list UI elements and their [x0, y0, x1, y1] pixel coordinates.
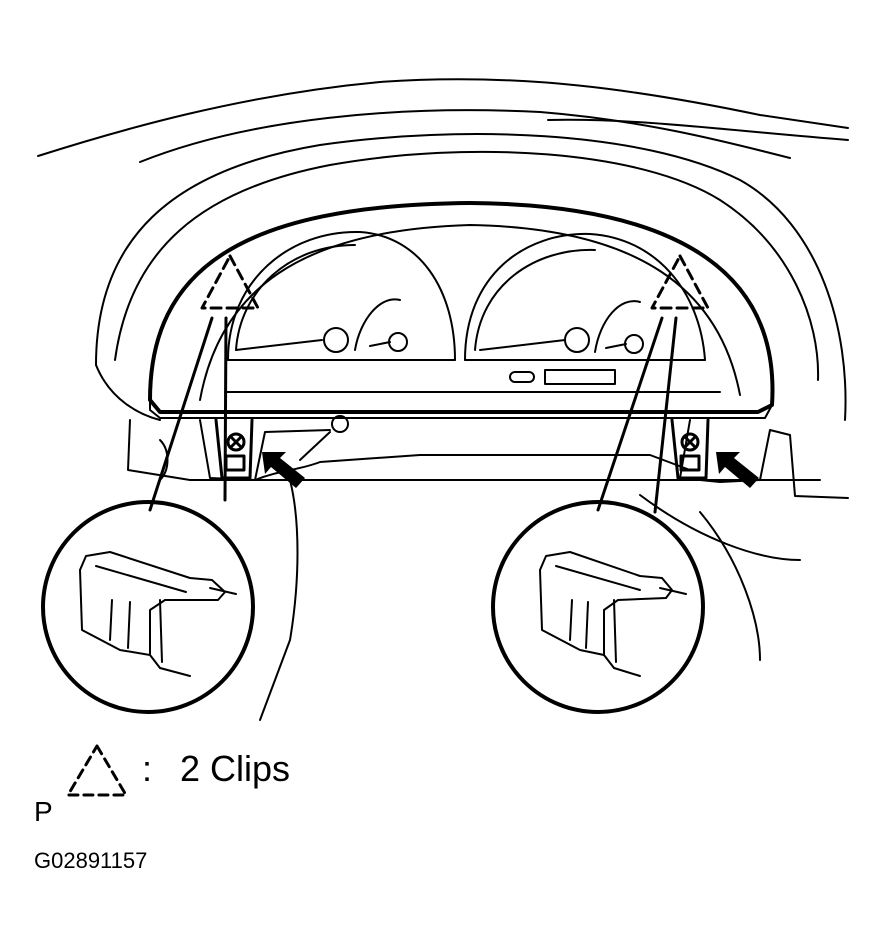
left-screw-bracket: [214, 418, 254, 480]
clip-marker-left: [200, 254, 260, 310]
right-screw-bracket: [670, 418, 710, 480]
corner-letter: P: [34, 796, 53, 827]
clip-marker-right: [650, 254, 710, 310]
legend-clip-symbol: [66, 744, 128, 797]
clip-detail-right: [491, 500, 705, 714]
arrow-icon-right: [716, 452, 759, 488]
legend-colon: :: [142, 748, 153, 789]
legend-label: 2 Clips: [180, 748, 291, 789]
figure-code: G02891157: [34, 848, 148, 873]
cluster-bezel: [148, 201, 775, 419]
clip-detail-left: [41, 500, 255, 714]
lower-panel: [127, 415, 849, 721]
callout-leaders: [148, 316, 678, 514]
arrow-icon-left: [262, 452, 305, 488]
dashboard-outline: [37, 78, 849, 421]
